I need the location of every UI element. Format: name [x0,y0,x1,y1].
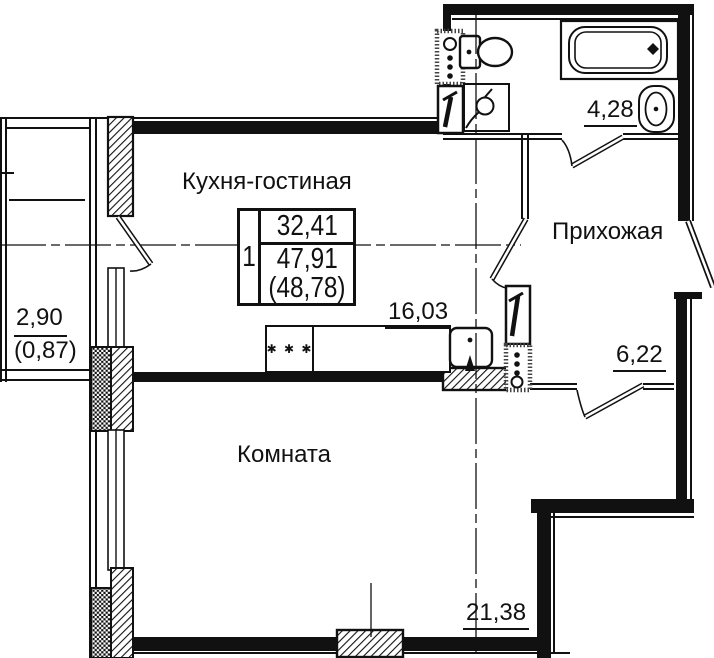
door-kitchen [489,217,529,289]
wall-hall-south-stub-b [643,388,674,390]
wall-kitchen-room-divider [133,372,447,382]
wall-bath-bottom-left-b [443,138,562,140]
door-swing-arc [129,263,152,272]
drain-icon [647,43,659,55]
vent-circle-icon [443,37,457,51]
bathtub [559,19,680,81]
wall-hall-south-b [530,388,577,390]
wall-bath-top-inner-line [452,18,678,20]
wall-bath-top [443,4,694,15]
balcony-bottom-inner-line [0,379,93,381]
area-value-bathroom: 4,28 [584,98,637,127]
door-swing-arc [491,278,508,289]
wall-right-upper [678,4,690,221]
room-label-room: Комната [237,441,331,468]
shower-unit [463,83,510,132]
area-value-balcony: 2,90 (0,87) [14,304,77,366]
area-value-room: 21,38 [463,601,530,630]
balcony-tick [0,172,14,174]
wall-bath-bottom-right-a [623,133,680,135]
balcony-top-line [0,117,95,119]
room-label-kitchen-living: Кухня-гостиная [182,168,352,195]
pier-concrete-mid [90,346,112,432]
pier-brick-mid [110,346,134,432]
wall-right-lower-outer-line [690,292,692,501]
stove-symbol: ✱ ✱ ✱ [266,342,314,356]
wall-hall-south-a [530,383,577,385]
balcony-bottom-line [0,369,93,371]
wall-hall-left-a [521,135,523,219]
area-value-hallway: 6,22 [613,343,666,372]
flue-icon [509,295,521,337]
wall-hall-bottom [531,499,694,513]
balcony-area-coeff: (0,87) [14,336,77,364]
room-label-hallway: Прихожая [552,218,664,245]
wall-right-lower-stub [674,292,702,299]
wall-right-lower [676,292,687,501]
summary-room-count: 1 [240,211,262,303]
vent-circle-icon [510,375,524,389]
balcony-outline [0,117,95,382]
wall-hall-south-stub-a [643,383,674,385]
kitchen-counter [265,325,494,373]
tap-icon [465,355,475,371]
balcony-parapet-line [9,199,85,201]
balcony-left-outer-line [0,117,2,382]
wall-hall-left-b [527,135,529,219]
balcony-top-inner-line [7,127,89,129]
summary-living-area: 32,41 [261,211,353,245]
door-swing-arc [561,139,573,167]
wall-kitchen-top-outer-line [89,117,447,119]
pier-hatched-kitchen-corner [441,366,509,392]
washbasin [638,85,675,133]
summary-total-area: 47,91 (48,78) [268,243,346,304]
door-swing-arc [576,389,586,418]
toilet-bowl [476,36,514,68]
shafts-and-piers [335,28,533,658]
doors [115,134,714,420]
balcony-left-inner-line [5,117,7,382]
door-balcony [115,215,154,272]
toilet [458,34,514,70]
pier-hatched-bottom-wall [335,628,405,658]
area-summary-table: 1 32,41 47,91 (48,78) [237,208,356,306]
door-entrance [685,219,714,289]
area-value-kitchen: 16,03 [385,300,452,329]
flue-icon [442,96,454,128]
summary-total-with-balcony: (48,78) [268,272,346,304]
wall-bath-bottom-right-b [623,138,680,140]
door-bathroom [561,134,625,169]
pier-hatched-top [106,115,135,218]
facade-left [89,115,135,658]
wall-room-bottom [110,637,551,651]
pier-brick-bottom [110,567,134,658]
vent-shaft-kitchen [503,342,533,393]
wall-bath-bottom-left-a [443,133,562,135]
wall-hall-bottom-outer-line [537,516,694,518]
wall-room-right-outer-line [553,513,555,652]
balcony-area: 2,90 [14,304,67,337]
wall-right-upper-outer-line [692,4,694,221]
door-room [576,382,645,420]
walls [89,4,702,658]
wall-room-bottom-outer-line [95,652,570,654]
pier-concrete-bottom [90,587,112,658]
wall-kitchen-top [133,121,447,134]
wall-room-right [537,499,551,658]
